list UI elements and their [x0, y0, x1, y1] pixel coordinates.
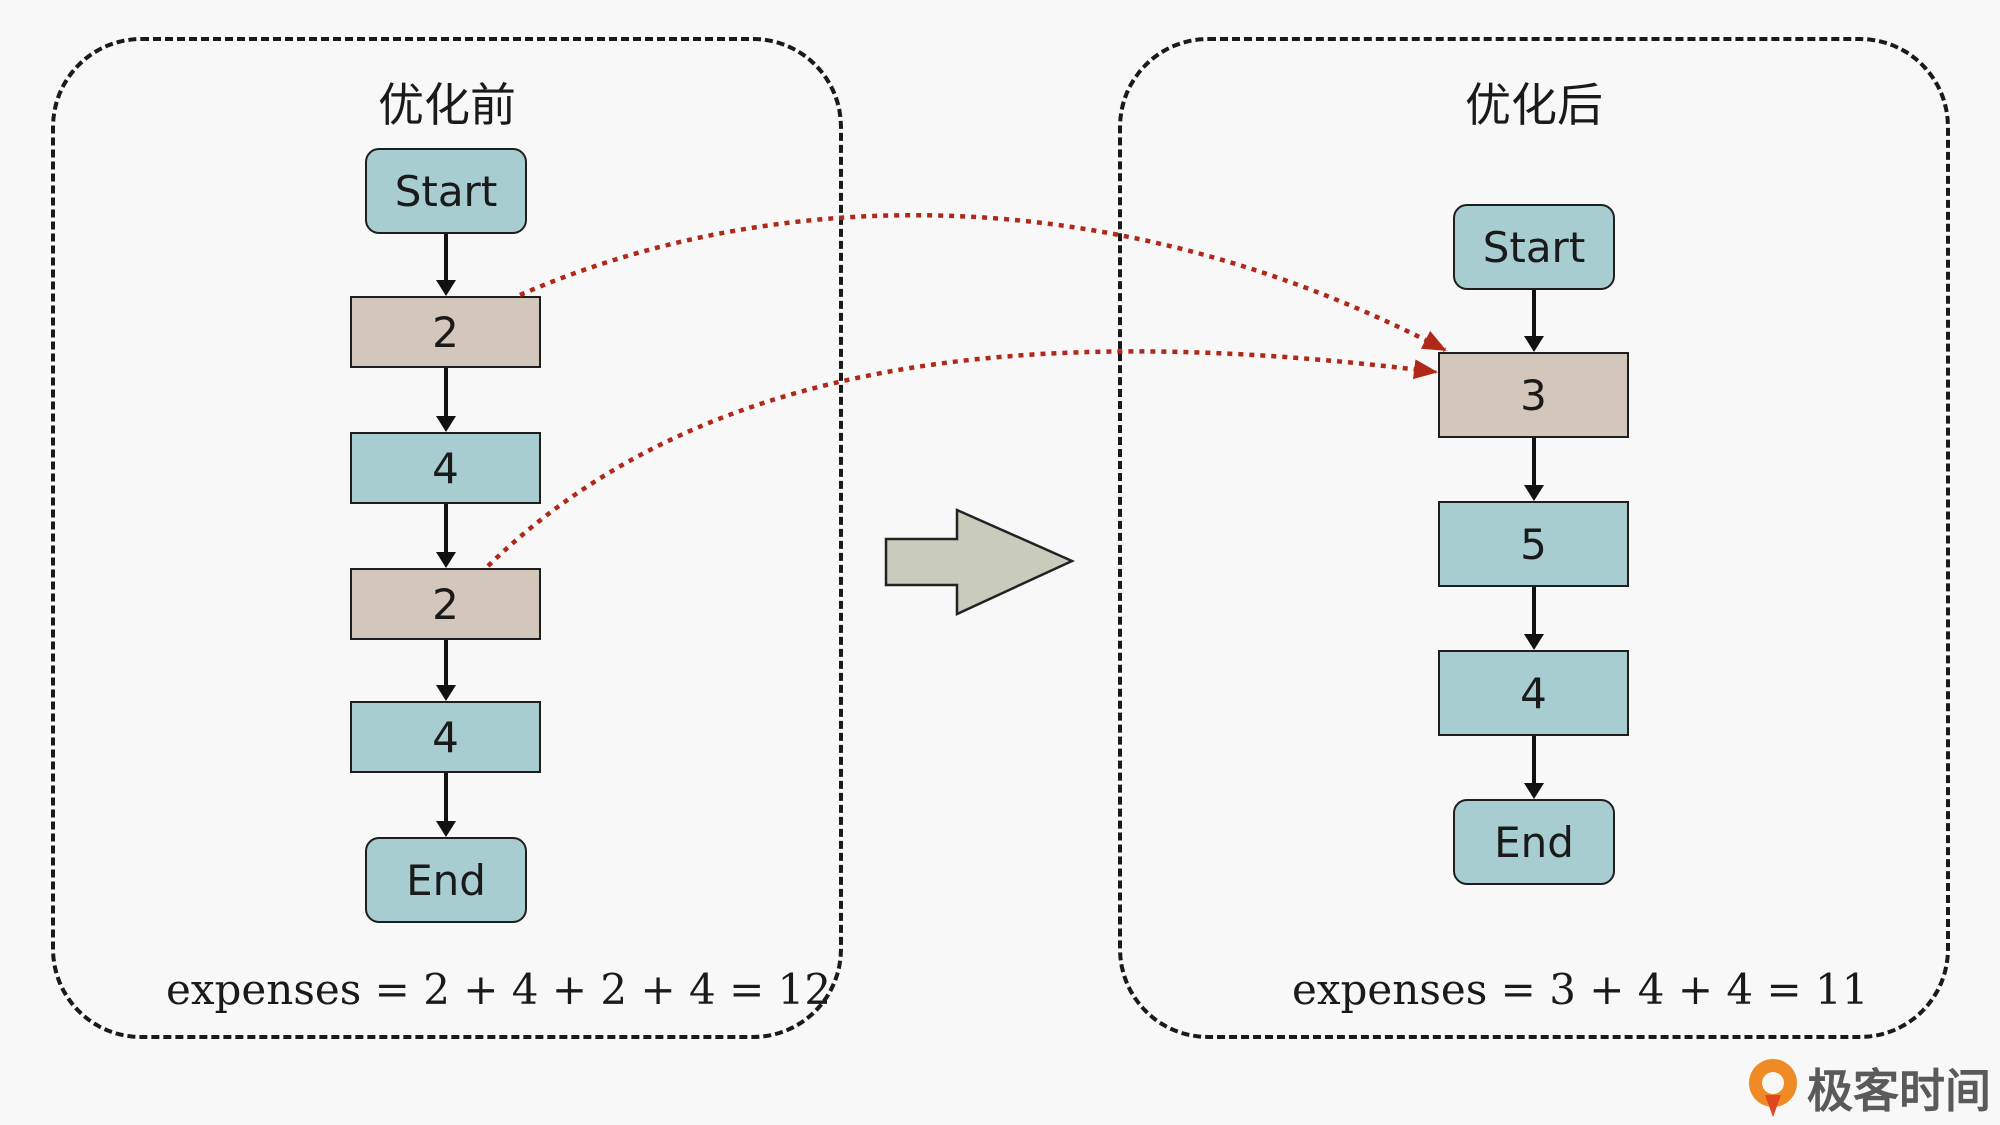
merge-arrow-first-2	[519, 212, 1447, 352]
geektime-logo: 极客时间	[1745, 1058, 1991, 1118]
after-block-3: 3	[1438, 352, 1629, 438]
before-start-node: Start	[365, 148, 527, 234]
before-arrowhead-1	[436, 280, 456, 296]
after-optimization-panel: 优化后	[1118, 37, 1950, 1039]
after-arrowhead-1	[1524, 336, 1544, 352]
before-flow-arrows	[436, 234, 456, 837]
before-block-4a: 4	[350, 432, 541, 504]
before-block-2b: 2	[350, 568, 541, 640]
after-arrowhead-4	[1524, 783, 1544, 799]
geektime-logo-text: 极客时间	[1807, 1064, 1991, 1118]
geektime-logo-icon	[1749, 1059, 1797, 1117]
after-flow-arrows	[1524, 290, 1544, 799]
before-block-4b: 4	[350, 701, 541, 773]
before-expenses-formula: expenses = 2 + 4 + 2 + 4 = 12	[166, 965, 832, 1014]
after-block-4: 4	[1438, 650, 1629, 736]
before-arrowhead-3	[436, 552, 456, 568]
before-arrowhead-5	[436, 821, 456, 837]
before-end-node: End	[365, 837, 527, 923]
after-arrowhead-3	[1524, 634, 1544, 650]
after-block-5: 5	[1438, 501, 1629, 587]
before-arrowhead-2	[436, 416, 456, 432]
after-end-node: End	[1453, 799, 1615, 885]
before-arrowhead-4	[436, 685, 456, 701]
after-start-node: Start	[1453, 204, 1615, 290]
before-title: 优化前	[378, 78, 516, 132]
before-block-2a: 2	[350, 296, 541, 368]
after-arrowhead-2	[1524, 485, 1544, 501]
after-expenses-formula: expenses = 3 + 4 + 4 = 11	[1292, 965, 1869, 1014]
before-optimization-panel: 优化前	[51, 37, 843, 1039]
transform-arrow	[884, 508, 1076, 616]
after-title: 优化后	[1465, 78, 1603, 132]
